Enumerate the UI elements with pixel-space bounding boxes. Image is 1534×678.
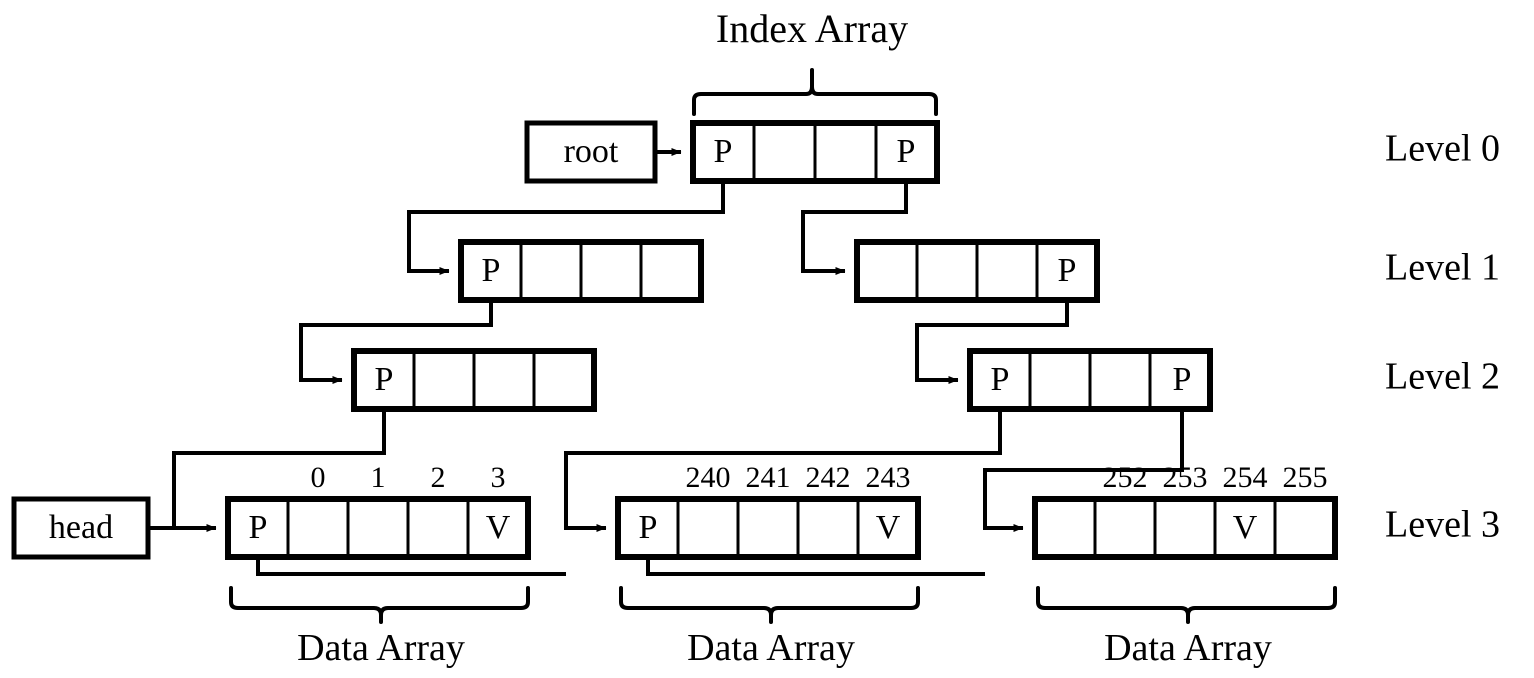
- array-cell[interactable]: [855, 240, 919, 302]
- array-cell-label: P: [1058, 252, 1077, 289]
- index-array-level2-right[interactable]: P P: [967, 348, 1213, 412]
- root-node[interactable]: root: [524, 120, 658, 184]
- array-cell[interactable]: [736, 497, 800, 559]
- array-cell-label: P: [714, 133, 733, 170]
- array-cell-label: P: [375, 361, 394, 398]
- link-l1right-to-l2-right: [915, 300, 1069, 384]
- data-index-label: 2: [431, 461, 446, 494]
- array-cell[interactable]: [412, 349, 476, 411]
- array-cell[interactable]: [1088, 349, 1152, 411]
- data-index-label: 1: [371, 461, 386, 494]
- data-index-label: 3: [491, 461, 506, 494]
- array-cell[interactable]: [346, 497, 410, 559]
- array-cell-label: V: [876, 509, 901, 546]
- data-index-label: 255: [1283, 461, 1328, 494]
- level-label-0: Level 0: [1385, 128, 1500, 170]
- array-cell-label: P: [897, 133, 916, 170]
- data-index-label: 253: [1163, 461, 1208, 494]
- array-cell[interactable]: [676, 497, 740, 559]
- level-label-1: Level 1: [1385, 247, 1500, 289]
- array-cell-label: P: [991, 361, 1010, 398]
- index-array-brace: [692, 70, 938, 116]
- head-node-label: head: [49, 509, 113, 546]
- head-node[interactable]: head: [11, 496, 151, 560]
- array-cell-label: P: [249, 509, 268, 546]
- index-array-level1-right[interactable]: P: [854, 239, 1100, 303]
- array-cell[interactable]: [472, 349, 536, 411]
- array-cell[interactable]: [1153, 497, 1217, 559]
- data-array-2-caption: Data Array: [687, 627, 855, 669]
- link-l0c0-to-l1-left: [407, 181, 725, 275]
- data-index-label: 240: [686, 461, 731, 494]
- data-index-label: 243: [866, 461, 911, 494]
- array-cell[interactable]: [1093, 497, 1157, 559]
- array-cell[interactable]: [975, 240, 1039, 302]
- link-data2-next-to-data3: [646, 557, 985, 576]
- array-cell[interactable]: [915, 240, 979, 302]
- data-array-2[interactable]: 240 241 242 243 P V: [615, 461, 921, 560]
- array-cell[interactable]: [406, 497, 470, 559]
- root-node-label: root: [564, 133, 619, 170]
- array-cell[interactable]: [796, 497, 860, 559]
- array-cell[interactable]: [532, 349, 596, 411]
- data-array-1-caption: Data Array: [297, 627, 465, 669]
- array-cell[interactable]: [1033, 497, 1097, 559]
- index-array-title: Index Array: [716, 6, 908, 51]
- array-cell[interactable]: [1028, 349, 1092, 411]
- data-array-1-brace: [229, 586, 530, 624]
- link-l1left-to-l2-left: [299, 300, 493, 384]
- array-cell-label: P: [639, 509, 658, 546]
- array-cell[interactable]: [813, 121, 878, 183]
- array-cell[interactable]: [519, 240, 583, 302]
- array-cell[interactable]: [286, 497, 350, 559]
- data-array-3-caption: Data Array: [1104, 627, 1272, 669]
- index-array-level0[interactable]: P P: [690, 120, 940, 184]
- data-index-label: 254: [1223, 461, 1268, 494]
- array-cell[interactable]: [856, 497, 920, 559]
- data-array-3-brace: [1036, 586, 1337, 624]
- link-l2left-to-data1: [172, 410, 386, 528]
- level-label-3: Level 3: [1385, 504, 1500, 546]
- array-cell-label: P: [1173, 361, 1192, 398]
- array-cell[interactable]: [1273, 497, 1337, 559]
- data-index-label: 242: [806, 461, 851, 494]
- data-index-label: 252: [1103, 461, 1148, 494]
- array-cell[interactable]: [579, 240, 643, 302]
- array-cell[interactable]: [1035, 240, 1099, 302]
- array-cell-label: V: [486, 509, 511, 546]
- link-l2right-c0-to-data2: [564, 410, 1002, 532]
- link-data1-next-to-data2: [256, 557, 566, 576]
- array-cell-label: P: [482, 252, 501, 289]
- data-index-label: 241: [746, 461, 791, 494]
- array-cell[interactable]: [639, 240, 703, 302]
- level-label-2: Level 2: [1385, 356, 1500, 398]
- data-index-label: 0: [311, 461, 326, 494]
- link-l2right-c3-to-data3: [983, 410, 1184, 532]
- link-l0c3-to-l1-right: [801, 181, 908, 275]
- index-array-level1-left[interactable]: P: [458, 239, 704, 303]
- index-array-level2-left[interactable]: P: [351, 348, 597, 412]
- data-array-1[interactable]: 0 1 2 3 P V: [225, 461, 531, 560]
- data-array-3[interactable]: 252 253 254 255 V: [1032, 461, 1338, 560]
- array-cell[interactable]: [752, 121, 817, 183]
- array-cell-label: V: [1233, 509, 1258, 546]
- data-array-2-brace: [619, 586, 920, 624]
